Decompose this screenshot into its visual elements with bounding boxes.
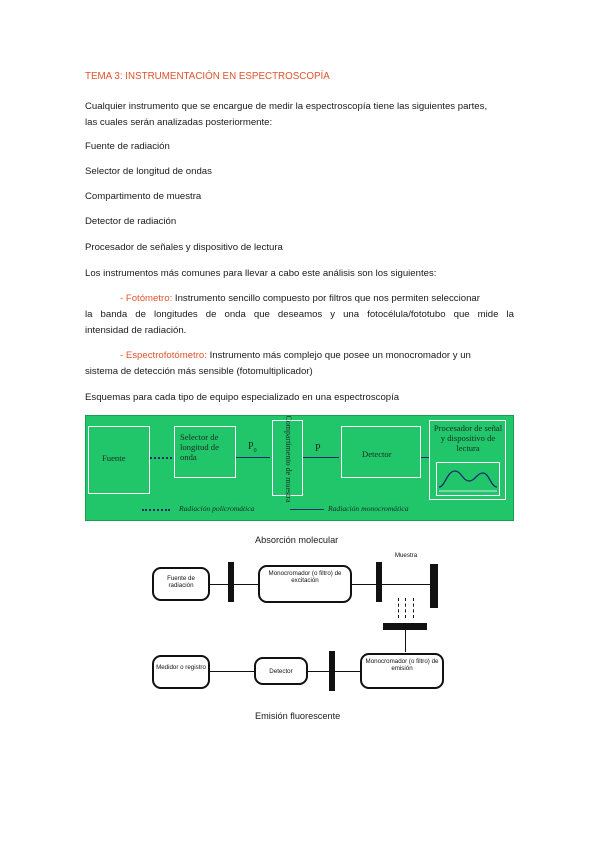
fotometro-line-2: la banda de longitudes de onda que desea…: [85, 309, 514, 320]
slit-1: [228, 562, 234, 602]
p-label: P: [315, 443, 321, 454]
emission-ray-mid: [405, 598, 406, 618]
part-item: Selector de longitud de ondas: [85, 166, 212, 177]
intro-line-2: las cuales serán analizadas posteriormen…: [85, 117, 273, 128]
mono-emission-label: Monocromador (o filtro) de emisión: [365, 658, 439, 672]
arrow-4: [210, 671, 254, 672]
slit-2: [376, 562, 382, 602]
emission-detector-label: Detector: [269, 668, 293, 675]
page-title: TEMA 3: INSTRUMENTACIÓN EN ESPECTROSCOPÍ…: [85, 71, 330, 82]
selector-label: Selector de longitud de onda: [180, 432, 219, 462]
detector-box: [341, 426, 421, 478]
p0-arrow: [236, 457, 270, 458]
sample-compartment-box: [272, 420, 303, 496]
emission-caption: Emisión fluorescente: [255, 711, 341, 721]
espectrofotometro-line-1: - Espectrofotómetro: Instrumento más com…: [120, 349, 471, 362]
meter-box: [152, 655, 210, 689]
arrow-1: [210, 584, 262, 585]
mono-emission-box: [360, 653, 444, 689]
espectrofotometro-line-2: sistema de detección más sensible (fotom…: [85, 366, 313, 377]
arrow-2: [352, 584, 430, 585]
processor-arrow: [421, 457, 429, 458]
intro-line-1: Cualquier instrumento que se encargue de…: [85, 101, 488, 112]
polychromatic-arrow: [150, 457, 172, 459]
part-item: Fuente de radiación: [85, 141, 170, 152]
legend-poly-label: Radiación policromática: [179, 504, 255, 513]
emission-source-box: [152, 567, 210, 601]
espectrofotometro-text-1: Instrumento más complejo que posee un mo…: [209, 350, 471, 361]
emission-diagram: Fuente de radiación Monocromador (o filt…: [148, 552, 448, 702]
part-item: Detector de radiación: [85, 216, 177, 227]
detector-label: Detector: [362, 449, 392, 459]
emission-detector-box: [254, 657, 308, 685]
schemes-heading: Esquemas para cada tipo de equipo especi…: [85, 392, 400, 403]
legend-poly-line: [142, 509, 170, 511]
source-label: Fuente: [102, 453, 126, 463]
legend-mono-label: Radiación monocromática: [328, 504, 409, 513]
fotometro-line-1: - Fotómetro: Instrumento sencillo compue…: [120, 292, 514, 305]
spectrum-trace: [438, 470, 498, 492]
absorption-caption: Absorción molecular: [255, 535, 339, 545]
part-item: Compartimento de muestra: [85, 191, 202, 202]
arrow-down: [405, 630, 406, 652]
emission-rays: [398, 598, 414, 618]
sample-cell: [430, 564, 438, 608]
processor-label: Procesador de señal y dispositivo de lec…: [433, 423, 503, 453]
readout-screen: [436, 462, 500, 496]
selector-box: [174, 426, 236, 478]
slit-3: [383, 623, 427, 630]
processor-box: [429, 420, 506, 500]
p-arrow: [303, 457, 339, 458]
mono-excitation-label: Monocromador (o filtro) de excitación: [268, 570, 342, 584]
common-instruments-intro: Los instrumentos más comunes para llevar…: [85, 268, 437, 279]
mono-excitation-box: [258, 565, 352, 603]
legend-mono-line: [290, 509, 324, 510]
part-item: Procesador de señales y dispositivo de l…: [85, 242, 283, 253]
fotometro-line-3: intensidad de radiación.: [85, 325, 187, 336]
compartment-label: Compartimento de muestra: [284, 415, 293, 503]
sample-label: Muestra: [394, 552, 418, 559]
fotometro-text-1: Instrumento sencillo compuesto por filtr…: [174, 293, 480, 304]
meter-label: Medidor o registro: [156, 664, 206, 671]
emission-source-label: Fuente de radiación: [167, 575, 195, 589]
fotometro-term: - Fotómetro:: [120, 293, 173, 304]
p0-label: P0: [248, 441, 257, 455]
absorption-diagram: Fuente Selector de longitud de onda P0 C…: [85, 415, 514, 521]
slit-4: [329, 651, 335, 691]
espectrofotometro-term: - Espectrofotómetro:: [120, 350, 207, 361]
source-box: [88, 426, 150, 494]
